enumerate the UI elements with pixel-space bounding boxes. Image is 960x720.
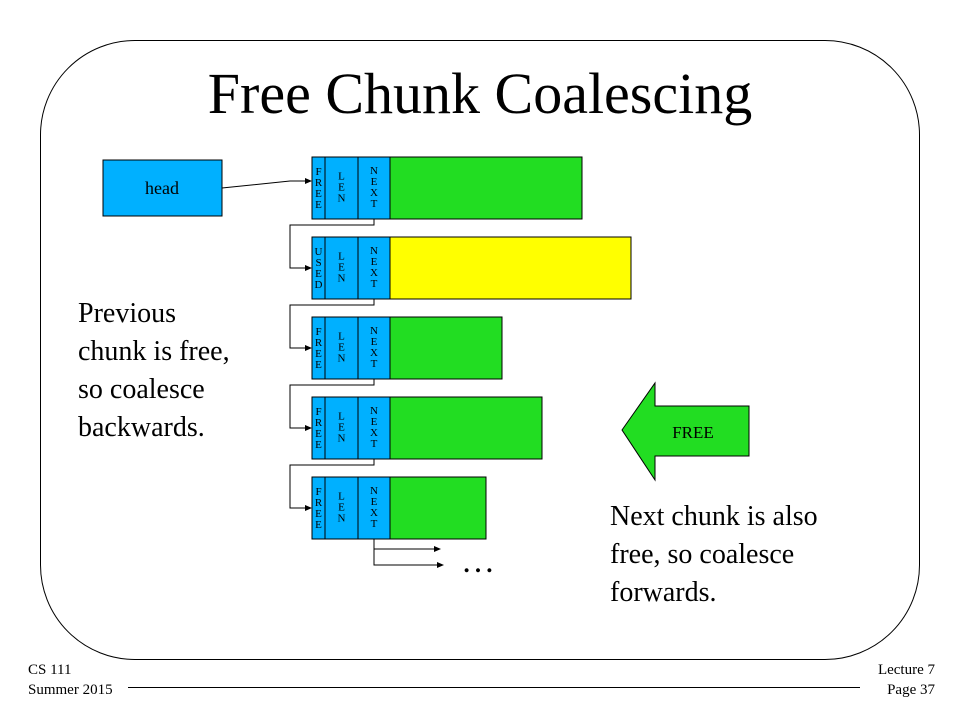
next-pointer [373, 539, 440, 566]
free-arrow [621, 381, 750, 482]
footer-right: Lecture 7 Page 37 [870, 660, 935, 700]
chunk-body [389, 236, 632, 300]
head-box [102, 159, 223, 217]
next-pointer [289, 219, 375, 269]
chunk-next-cell [357, 396, 391, 460]
chunk-len-cell [324, 396, 359, 460]
left-explanation: Previous chunk is free, so coalesce back… [78, 295, 230, 447]
chunk-body [389, 476, 487, 540]
next-pointer-head [305, 505, 312, 511]
right-explanation: Next chunk is also free, so coalesce for… [610, 498, 818, 612]
chunk-len-cell [324, 236, 359, 300]
chunk-body [389, 396, 543, 460]
next-pointer-head [434, 546, 441, 552]
slide-frame [40, 40, 920, 660]
next-pointer [289, 459, 375, 509]
term-label: Summer 2015 [28, 682, 113, 698]
course-label: CS 111 [28, 662, 72, 678]
footer-divider [128, 687, 860, 688]
next-pointer [289, 299, 375, 349]
slide-title: Free Chunk Coalescing [207, 61, 753, 126]
left-line: chunk is free, [78, 336, 230, 367]
next-pointer-head [437, 562, 444, 568]
chunk-next-cell [357, 316, 391, 380]
right-line: forwards. [610, 577, 717, 608]
chunk-body [389, 316, 503, 380]
chunk-body [389, 156, 583, 220]
head-pointer [221, 180, 309, 189]
chunk-len-cell [324, 156, 359, 220]
next-pointer-head [305, 345, 312, 351]
head-pointer-head [305, 178, 312, 184]
free-arrow-label: FREE [672, 423, 714, 442]
right-line: free, so coalesce [610, 539, 795, 570]
lecture-label: Lecture 7 [877, 662, 935, 678]
footer-left: CS 111 Summer 2015 [28, 660, 113, 700]
chunk-len-cell [324, 316, 359, 380]
next-pointer-head [305, 425, 312, 431]
left-line: backwards. [78, 412, 205, 443]
page-label: Page 37 [887, 682, 935, 698]
next-pointer-head [305, 265, 312, 271]
next-pointer [373, 539, 437, 550]
next-pointer [289, 379, 375, 429]
ellipsis: … [461, 543, 495, 580]
right-line: Next chunk is also [610, 501, 818, 532]
head-label: head [145, 178, 179, 198]
left-line: so coalesce [78, 374, 205, 405]
left-line: Previous [78, 298, 176, 329]
